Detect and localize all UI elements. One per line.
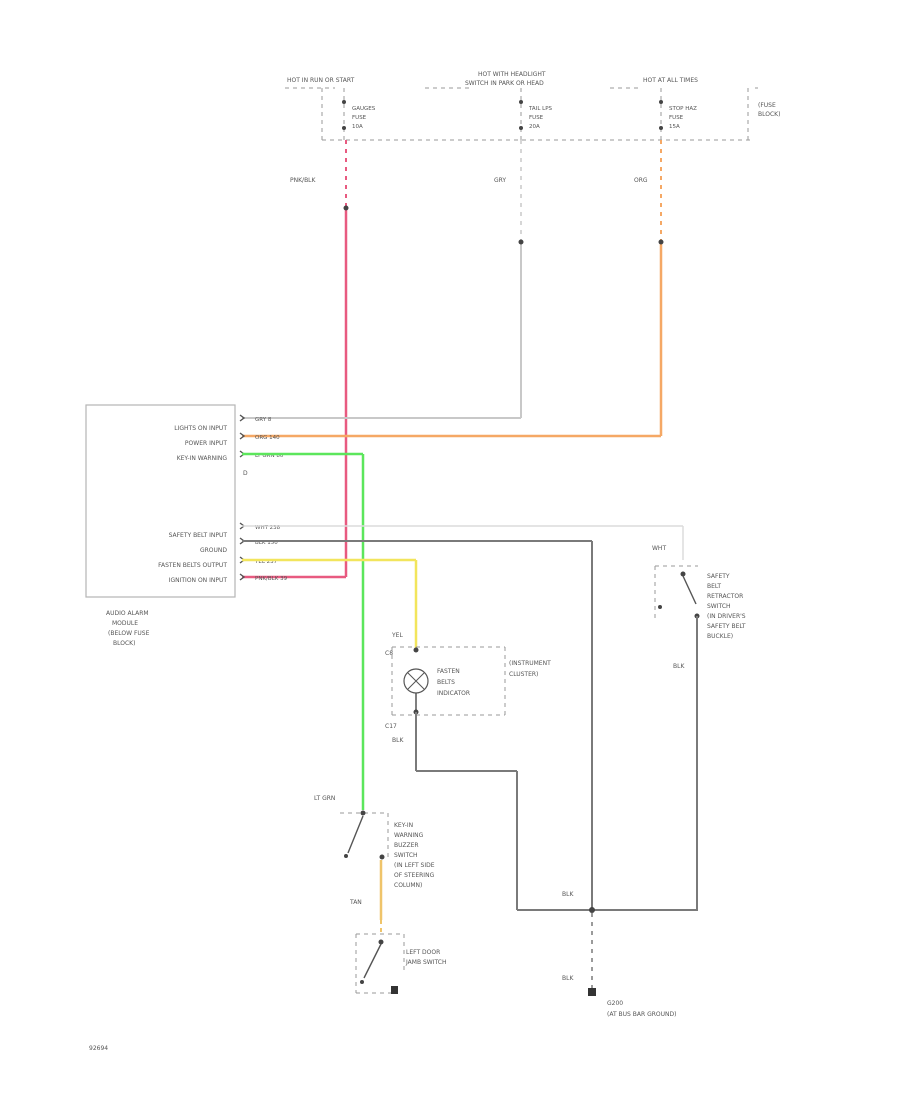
wire-tan: TAN: [349, 860, 383, 936]
fuse-block: HOT IN RUN OR START HOT WITH HEADLIGHT S…: [285, 71, 780, 141]
pin-ground: GROUND: [200, 547, 227, 554]
pin-fasten-belts-output: FASTEN BELTS OUTPUT: [158, 562, 227, 569]
hot-headlight-label-2: SWITCH IN PARK OR HEAD: [465, 80, 544, 87]
fuse-tail-rating: 20A: [529, 124, 540, 130]
wire-pnk-blk: PNK/BLK: [242, 140, 349, 579]
module-caption-4: BLOCK): [113, 640, 135, 647]
ground-g200: BLK BLK G200 (AT BUS BAR GROUND): [562, 891, 676, 1018]
retractor-label-7: BUCKLE): [707, 633, 733, 640]
door-switch-label-2: JAMB SWITCH: [405, 959, 447, 966]
fuse-block-label-2: BLOCK): [758, 111, 780, 118]
wire-label-blk-150: BLK 150: [255, 540, 278, 546]
wire-label-lt-grn-80: LT GRN 80: [255, 453, 284, 459]
module-connector-ticks: [239, 414, 246, 581]
hot-headlight-label: HOT WITH HEADLIGHT: [478, 71, 546, 78]
indicator-label-3: INDICATOR: [437, 690, 470, 697]
ground-label-2: (AT BUS BAR GROUND): [607, 1011, 676, 1018]
pin-ignition-on-input: IGNITION ON INPUT: [169, 577, 228, 584]
pin-safety-belt-input: SAFETY BELT INPUT: [169, 532, 228, 539]
wire-yel-label: YEL: [391, 632, 403, 639]
module-extra-pin: D: [243, 470, 248, 477]
door-jamb-switch: LEFT DOOR JAMB SWITCH: [355, 933, 447, 994]
wire-wht-label: WHT: [652, 545, 666, 552]
wire-label-gry-8: GRY 8: [255, 417, 272, 423]
fuse-gauges-rating: 10A: [352, 124, 363, 130]
indicator-pin-in: C8: [385, 650, 393, 657]
fuse-stop-name: STOP HAZ: [669, 106, 697, 112]
ground-label-1: G200: [607, 1000, 623, 1007]
wire-org: ORG: [242, 140, 664, 438]
fuse-stop-haz: STOP HAZ FUSE 15A: [659, 88, 697, 140]
indicator-label-2: BELTS: [437, 679, 455, 686]
keyin-label-4: SWITCH: [394, 852, 418, 859]
fasten-belts-indicator: C8 FASTEN BELTS INDICATOR (INSTRUMENT CL…: [385, 646, 551, 744]
keyin-label-6: OF STEERING: [394, 872, 435, 879]
wire-label-wht-238: WHT 238: [255, 525, 281, 531]
cluster-label-1: (INSTRUMENT: [509, 660, 551, 667]
ground-wire-label-2: BLK: [562, 975, 574, 982]
wire-lt-grn-label: LT GRN: [314, 795, 335, 802]
module-caption-1: AUDIO ALARM: [106, 610, 149, 617]
door-switch-label-1: LEFT DOOR: [406, 949, 440, 956]
fuse-stop-rating: 15A: [669, 124, 680, 130]
keyin-label-3: BUZZER: [394, 842, 419, 849]
retractor-label-4: SWITCH: [707, 603, 731, 610]
fuse-gauges-name: GAUGES: [352, 106, 376, 112]
retractor-label-5: (IN DRIVER'S: [707, 613, 746, 620]
figure-id: 92694: [89, 1045, 108, 1052]
wire-org-label: ORG: [634, 177, 648, 184]
hot-all-times-label: HOT AT ALL TIMES: [643, 77, 698, 84]
wire-yel: YEL: [242, 558, 418, 648]
wire-blk-indicator: [415, 712, 698, 911]
wire-pnk-blk-label: PNK/BLK: [290, 177, 317, 184]
indicator-label-1: FASTEN: [437, 668, 460, 675]
audio-alarm-module: LIGHTS ON INPUT POWER INPUT KEY-IN WARNI…: [85, 404, 288, 647]
fuse-gauges-word: FUSE: [352, 115, 367, 121]
hot-run-start-label: HOT IN RUN OR START: [287, 77, 355, 84]
pin-lights-on-input: LIGHTS ON INPUT: [174, 425, 227, 432]
wire-label-org-140: ORG 140: [255, 435, 280, 441]
cluster-label-2: CLUSTER): [509, 671, 538, 678]
keyin-label-5: (IN LEFT SIDE: [394, 862, 435, 869]
wire-gry: GRY: [242, 140, 524, 419]
keyin-label-7: COLUMN): [394, 882, 422, 889]
pin-key-in-warning: KEY-IN WARNING: [177, 455, 228, 462]
retractor-label-1: SAFETY: [707, 573, 730, 580]
ground-wire-label-1: BLK: [562, 891, 574, 898]
retractor-label-3: RETRACTOR: [707, 593, 743, 600]
indicator-wire-out: BLK: [392, 737, 404, 744]
wire-tan-label: TAN: [349, 899, 362, 906]
retractor-switch: SAFETY BELT RETRACTOR SWITCH (IN DRIVER'…: [654, 565, 746, 910]
fuse-gauges: GAUGES FUSE 10A: [342, 88, 376, 140]
wire-gry-label: GRY: [494, 177, 506, 184]
retractor-wire-out: BLK: [673, 663, 685, 670]
fuse-tail-word: FUSE: [529, 115, 544, 121]
wire-lt-grn: LT GRN: [242, 452, 365, 810]
fuse-stop-word: FUSE: [669, 115, 684, 121]
wire-wht: WHT: [242, 525, 684, 560]
fuse-tail-lps: TAIL LPS FUSE 20A: [519, 88, 553, 140]
retractor-label-2: BELT: [707, 583, 721, 590]
module-caption-2: MODULE: [112, 620, 138, 627]
keyin-label-1: KEY-IN: [394, 822, 413, 829]
keyin-label-2: WARNING: [394, 832, 424, 839]
wire-blk-module-ground: [242, 540, 593, 910]
wire-label-pnk-blk-39: PNK/BLK 39: [255, 576, 288, 582]
retractor-label-6: SAFETY BELT: [707, 623, 746, 630]
indicator-pin-out: C17: [385, 723, 397, 730]
keyin-buzzer-switch: KEY-IN WARNING BUZZER SWITCH (IN LEFT SI…: [340, 810, 435, 889]
module-caption-3: (BELOW FUSE: [108, 630, 150, 637]
wire-label-yel-237: YEL 237: [254, 559, 278, 565]
pin-power-input: POWER INPUT: [185, 440, 227, 447]
fuse-block-label: (FUSE: [758, 102, 776, 109]
fuse-tail-name: TAIL LPS: [528, 106, 553, 112]
